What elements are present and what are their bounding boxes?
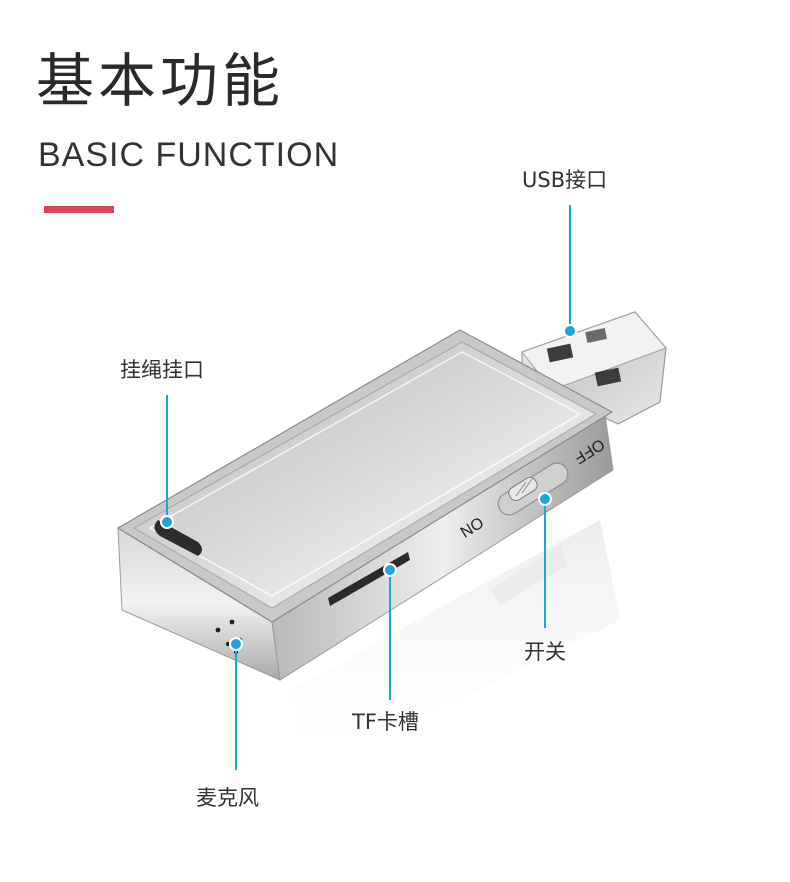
callout-label-lanyard: 挂绳挂口 <box>120 358 204 382</box>
callout-label-mic: 麦克风 <box>196 786 259 810</box>
page-subtitle: BASIC FUNCTION <box>38 136 340 174</box>
usb-contact-hole <box>585 328 608 343</box>
callout-label-switch: 开关 <box>524 640 566 664</box>
callout-dot <box>383 563 397 577</box>
callout-switch <box>538 492 552 628</box>
accent-bar <box>44 206 114 213</box>
lanyard-hole <box>154 520 202 556</box>
callout-label-usb: USB接口 <box>522 168 608 192</box>
callout-dot <box>538 492 552 506</box>
callout-lanyard <box>160 395 174 529</box>
callout-dot <box>563 324 577 338</box>
callout-usb <box>563 205 577 338</box>
callout-tf <box>383 563 397 700</box>
usb-contact-hole <box>594 367 622 387</box>
device-reflection <box>290 520 620 780</box>
power-switch <box>497 462 569 516</box>
callout-dot <box>229 637 243 651</box>
callout-mic <box>229 637 243 770</box>
page-title: 基本功能 <box>36 47 285 115</box>
callout-label-tf-slot: TF卡槽 <box>352 710 419 734</box>
usb-contact-hole <box>546 343 574 363</box>
callout-dot <box>160 515 174 529</box>
